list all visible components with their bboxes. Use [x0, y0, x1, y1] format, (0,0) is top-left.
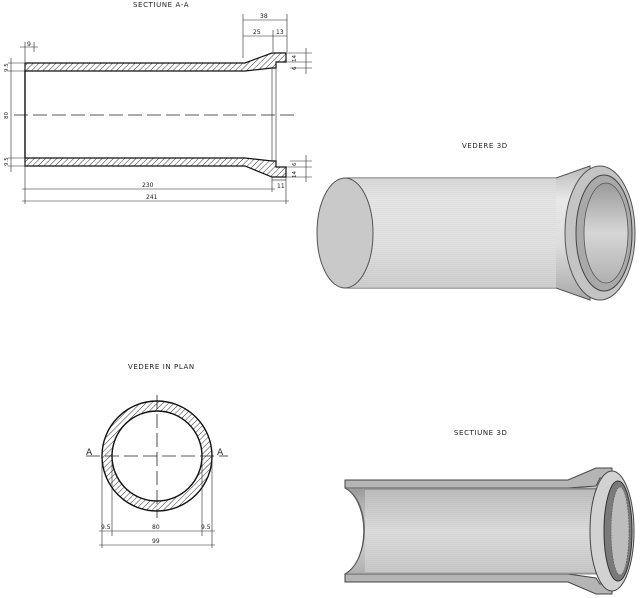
view-3d-title: VEDERE 3D	[462, 142, 508, 150]
dim-80: 80	[4, 112, 10, 119]
section-top-wall	[24, 52, 287, 72]
dim-right-top-2: 6	[292, 66, 298, 70]
section-3d-top-wall	[344, 467, 613, 489]
section-3d-left-cut	[344, 487, 365, 575]
plan-view-title: VEDERE IN PLAN	[128, 363, 195, 371]
plan-section-mark-right: A	[217, 448, 224, 458]
section-3d-bottom-wall	[344, 573, 613, 595]
section-3d-title: SECTIUNE 3D	[454, 429, 508, 437]
dim-9.5-top: 9.5	[4, 63, 10, 72]
plan-dim-9.5-right: 9.5	[201, 524, 211, 531]
plan-dim-9.5-left: 9.5	[101, 524, 111, 531]
dim-right-bottom-1: 6	[292, 162, 298, 166]
view-3d-drawing: VEDERE 3D	[316, 142, 636, 301]
dim-right-top-1: 14	[292, 55, 298, 62]
dim-9.5-bottom: 9.5	[4, 157, 10, 166]
pipe-3d-texture	[345, 178, 556, 288]
dim-25: 25	[253, 29, 261, 36]
dim-right-bottom-2: 14	[292, 171, 298, 178]
section-3d-drawing: SECTIUNE 3D	[343, 429, 635, 595]
pipe-3d-left-end	[316, 177, 374, 289]
dim-38: 38	[260, 13, 268, 20]
pipe-3d-bell-inner	[583, 182, 629, 284]
dim-9: 9	[27, 41, 31, 48]
dim-230: 230	[142, 182, 154, 189]
section-3d-bell-gasket	[610, 486, 630, 576]
plan-section-mark-left: A	[86, 448, 93, 458]
dim-241: 241	[146, 194, 158, 201]
section-aa-drawing: SECTIUNE A-A 38 25 13 9 9.5 80 9.5	[4, 1, 312, 204]
section-bottom-wall	[24, 157, 287, 178]
section-3d-texture	[365, 490, 595, 572]
dim-13: 13	[276, 29, 284, 36]
plan-view-drawing: VEDERE IN PLAN A A 9.5 80 9.5 99	[86, 363, 228, 548]
plan-dim-99: 99	[152, 538, 160, 545]
plan-dim-80: 80	[152, 524, 160, 531]
dim-11: 11	[277, 183, 285, 190]
section-aa-title: SECTIUNE A-A	[133, 1, 189, 9]
